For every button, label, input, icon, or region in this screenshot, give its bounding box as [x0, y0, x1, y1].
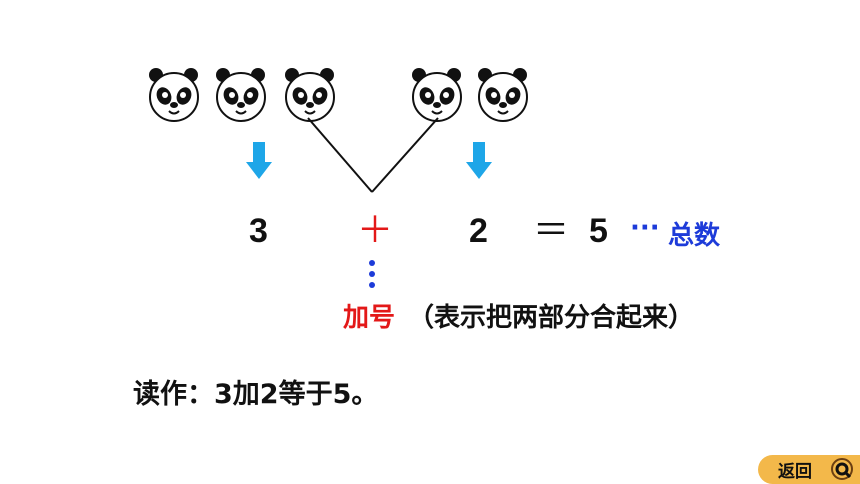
panda-icon: [478, 68, 528, 122]
vertical-ellipsis-icon: [369, 260, 375, 288]
panda-icon: [285, 68, 335, 122]
equals-sign: ＝: [533, 210, 570, 251]
panda-icon: [412, 68, 462, 122]
back-button-label: 返回: [778, 462, 812, 482]
addend-first: 3: [249, 212, 268, 250]
total-ellipsis: ···: [630, 213, 660, 243]
total-label: 总数: [668, 221, 721, 251]
panda-icon: [216, 68, 266, 122]
plus-explanation: （表示把两部分合起来）: [408, 303, 695, 333]
magnifier-q-icon: [831, 458, 853, 480]
down-arrow-icon: [466, 142, 492, 179]
down-arrow-icon: [246, 142, 272, 179]
reading-sentence: 读作：3加2等于5。: [133, 379, 379, 410]
back-button[interactable]: 返回: [758, 455, 860, 484]
plus-sign: ＋: [357, 210, 394, 251]
panda-icon: [149, 68, 199, 122]
plus-name: 加号: [343, 303, 396, 333]
sum-result: 5: [589, 212, 608, 250]
addend-second: 2: [469, 212, 488, 250]
combine-lines: [307, 117, 439, 193]
